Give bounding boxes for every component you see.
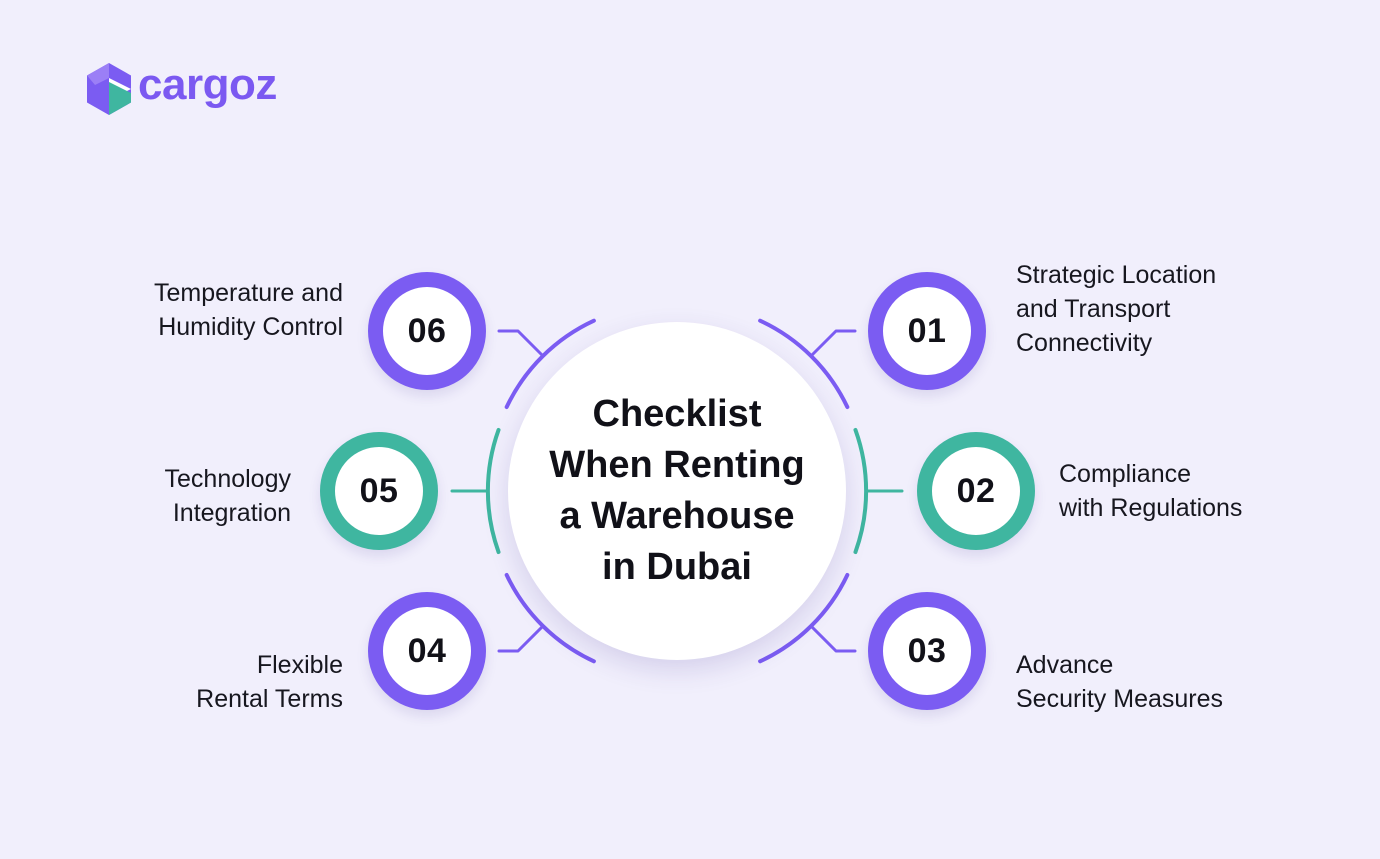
label-01: Strategic Location and Transport Connect… — [1016, 261, 1217, 357]
node-number: 03 — [907, 631, 947, 670]
connector-03 — [809, 624, 857, 653]
center-title: Checklist When Renting a Warehouse in Du… — [549, 393, 805, 588]
node-number: 06 — [407, 311, 447, 350]
node-number: 04 — [407, 631, 447, 670]
cargoz-logo-icon — [87, 63, 131, 115]
connector-01 — [809, 329, 857, 358]
node-number: 02 — [956, 471, 996, 510]
node-number: 01 — [907, 311, 947, 350]
label-03: Advance Security Measures — [1016, 651, 1224, 713]
node-number: 05 — [359, 471, 399, 510]
label-04: Flexible Rental Terms — [196, 651, 343, 713]
arc-middle-left — [485, 427, 501, 555]
label-02: Compliance with Regulations — [1059, 460, 1243, 522]
node-02: 02 — [917, 432, 1035, 550]
label-05: Technology Integration — [164, 465, 291, 527]
label-06: Temperature and Humidity Control — [153, 279, 343, 341]
brand-name: cargoz — [138, 60, 277, 109]
center-circle: Checklist When Renting a Warehouse in Du… — [508, 322, 846, 660]
node-01: 01 — [868, 272, 986, 390]
node-04: 04 — [368, 592, 486, 710]
node-03: 03 — [868, 592, 986, 710]
connector-04 — [497, 624, 545, 653]
cargoz-logo: cargoz — [86, 62, 277, 116]
node-06: 06 — [368, 272, 486, 390]
node-05: 05 — [320, 432, 438, 550]
arc-middle-right — [853, 427, 869, 555]
connector-06 — [497, 329, 545, 358]
